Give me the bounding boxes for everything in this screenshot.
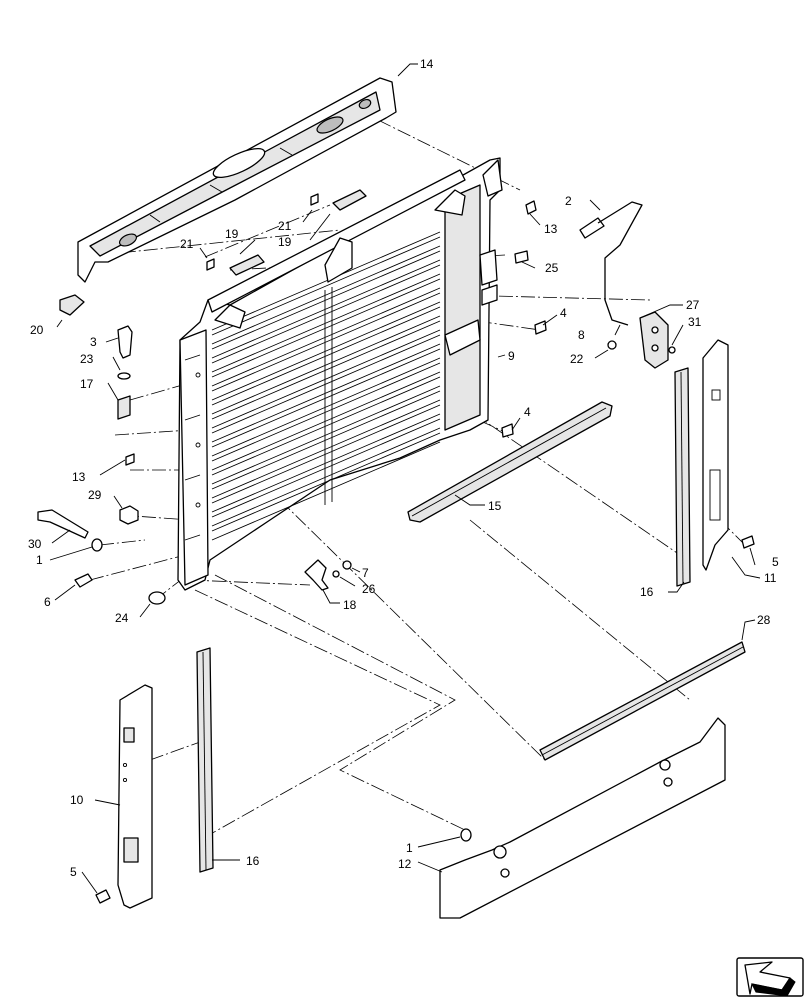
callout-1-left: 1 [36, 553, 43, 567]
callout-18: 18 [343, 598, 357, 612]
part-12-lower-panel [439, 717, 726, 919]
part-24-grommet [148, 591, 166, 605]
leader-lines [49, 63, 761, 894]
callout-2: 2 [565, 194, 572, 208]
part-21-pin-lower [206, 258, 215, 271]
part-27-latch [639, 311, 669, 369]
part-13-bolt-left [125, 453, 135, 466]
callout-21-upper: 21 [278, 219, 292, 233]
part-31-nut [668, 346, 676, 354]
callout-15: 15 [488, 499, 502, 513]
callout-21-lower: 21 [180, 237, 194, 251]
part-1-washer-left [91, 538, 103, 552]
part-16-vertical-seal-left [196, 647, 214, 873]
callout-16-left: 16 [246, 854, 260, 868]
callout-24: 24 [115, 611, 129, 625]
part-20-clip [59, 294, 85, 316]
part-7-nut [342, 560, 352, 570]
callout-11: 11 [764, 571, 777, 585]
part-16-vertical-seal-right [674, 367, 691, 587]
part-18-hook-clip [304, 559, 329, 591]
callout-25: 25 [545, 261, 559, 275]
callout-19-upper: 19 [278, 235, 292, 249]
part-4-bolt-upper [534, 320, 547, 335]
callout-4-upper: 4 [560, 306, 567, 320]
callout-4-lower: 4 [524, 405, 531, 419]
callout-16-right: 16 [640, 585, 654, 599]
callout-29: 29 [88, 488, 102, 502]
callout-14: 14 [420, 57, 434, 71]
radiator-fins [211, 231, 441, 541]
callout-5-right: 5 [772, 555, 779, 569]
callout-23: 23 [80, 352, 94, 366]
callout-1-lower: 1 [406, 841, 413, 855]
part-13-bolt-top [525, 200, 537, 215]
part-28-lower-seal [539, 641, 746, 761]
part-25-bolt [514, 250, 529, 264]
callout-13-left: 13 [72, 470, 86, 484]
callout-12: 12 [398, 857, 412, 871]
callout-31: 31 [688, 315, 702, 329]
part-10-side-panel-left [117, 684, 153, 909]
callout-17: 17 [80, 377, 94, 391]
part-14-top-shroud [77, 77, 397, 283]
part-19-bracket-upper [332, 189, 367, 211]
part-4-bolt-lower [501, 423, 514, 438]
part-6-bolt [74, 573, 93, 588]
callout-13-top: 13 [544, 222, 558, 236]
callout-26: 26 [362, 582, 376, 596]
callout-20: 20 [30, 323, 44, 337]
part-23-washer [117, 372, 131, 380]
part-30-bolt [37, 509, 89, 539]
part-2-latch-rod [579, 201, 643, 326]
callout-7: 7 [362, 566, 369, 580]
callout-19-lower: 19 [225, 227, 239, 241]
part-29-nut [119, 505, 139, 525]
callout-6: 6 [44, 595, 51, 609]
callout-5-left: 5 [70, 865, 77, 879]
part-11-side-panel-right [702, 339, 729, 571]
callout-8: 8 [578, 328, 585, 342]
part-3-bolt [117, 325, 133, 359]
part-5-bolt-left [95, 889, 111, 904]
callout-27: 27 [686, 298, 700, 312]
callout-3: 3 [90, 335, 97, 349]
part-15-seal-strip [407, 401, 613, 523]
part-5-bolt-right [741, 535, 755, 549]
part-1-washer-lower [460, 828, 472, 842]
callout-labels: 14 2 13 21 19 21 19 25 4 27 8 31 22 20 3… [28, 57, 779, 879]
part-19-bracket-lower [229, 254, 265, 276]
callout-28: 28 [757, 613, 771, 627]
part-26-washer [332, 570, 340, 578]
direction-arrow-icon[interactable] [736, 957, 804, 997]
callout-9: 9 [508, 349, 515, 363]
part-22-nut [607, 340, 617, 350]
callout-30: 30 [28, 537, 42, 551]
callout-10: 10 [70, 793, 84, 807]
part-21-pin-upper [310, 193, 319, 206]
callout-22: 22 [570, 352, 584, 366]
part-9-radiator-frame [177, 157, 503, 591]
part-17-spacer [117, 395, 131, 420]
